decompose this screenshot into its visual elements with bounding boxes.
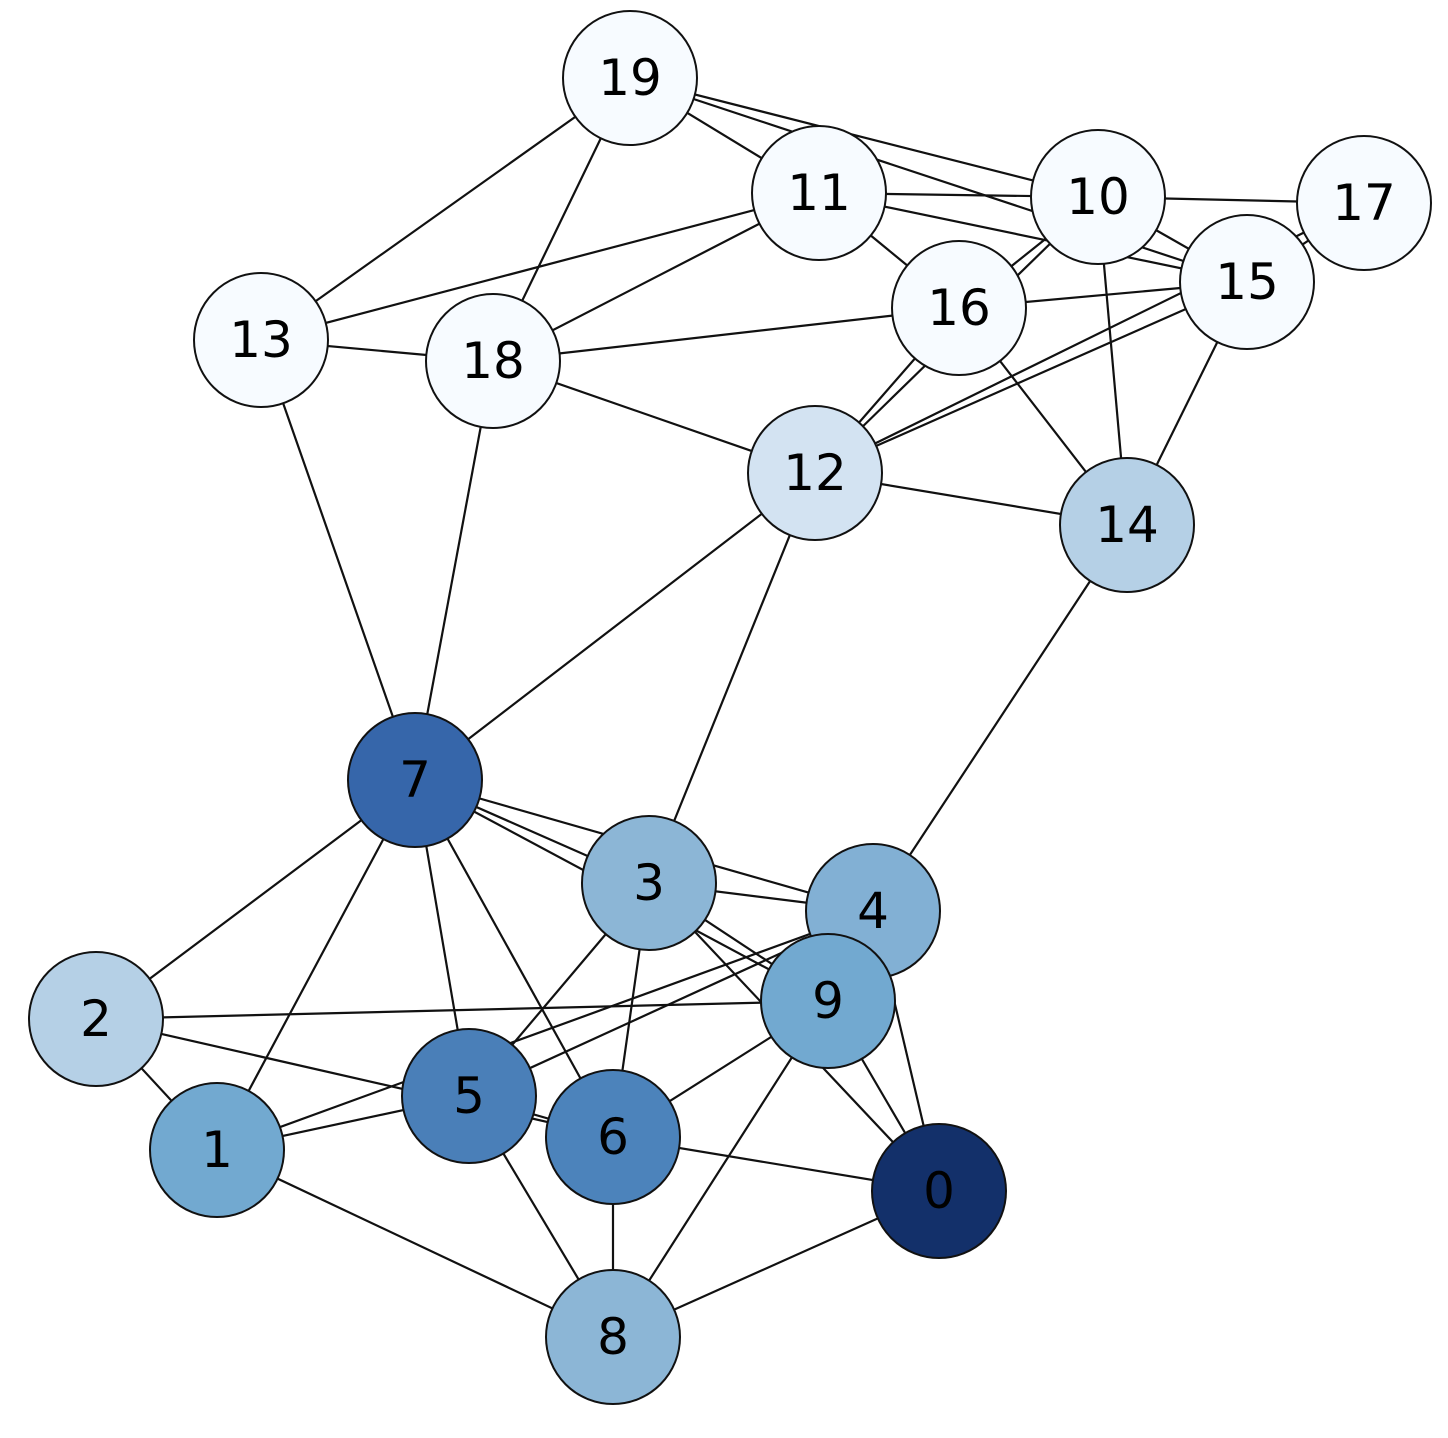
edge-13-7 bbox=[259, 339, 417, 781]
edge-7-6 bbox=[414, 779, 614, 1138]
node-circle-10 bbox=[1030, 129, 1166, 265]
node-label-1: 1 bbox=[201, 1121, 233, 1179]
node-circle-19 bbox=[562, 10, 698, 146]
node-label-12: 12 bbox=[783, 444, 847, 502]
edge-9-2 bbox=[95, 999, 829, 1021]
node-circle-3 bbox=[581, 815, 717, 951]
edge-4-1 bbox=[216, 909, 874, 1152]
node-label-18: 18 bbox=[461, 332, 525, 390]
edge-19-13 bbox=[260, 77, 631, 341]
node-8: 8 bbox=[545, 1269, 681, 1405]
node-circle-14 bbox=[1059, 457, 1195, 593]
node-13: 13 bbox=[193, 272, 329, 408]
edge-19-15 bbox=[629, 76, 1248, 284]
node-circle-1 bbox=[149, 1082, 285, 1218]
node-5: 5 bbox=[401, 1028, 537, 1164]
node-18: 18 bbox=[425, 293, 561, 429]
node-label-4: 4 bbox=[857, 882, 889, 940]
edge-11-15 bbox=[818, 191, 1248, 284]
edge-15-12 bbox=[814, 280, 1248, 475]
node-label-14: 14 bbox=[1095, 496, 1159, 554]
node-0: 0 bbox=[871, 1123, 1007, 1259]
edge-11-13 bbox=[260, 191, 820, 342]
node-2: 2 bbox=[28, 951, 164, 1087]
edge-18-7 bbox=[413, 360, 495, 781]
node-circle-6 bbox=[545, 1069, 681, 1205]
node-label-2: 2 bbox=[80, 990, 112, 1048]
edge-7-1 bbox=[216, 779, 416, 1151]
node-label-3: 3 bbox=[633, 854, 665, 912]
node-circle-8 bbox=[545, 1269, 681, 1405]
node-12: 12 bbox=[747, 405, 883, 541]
node-circle-17 bbox=[1296, 135, 1432, 271]
node-circle-15 bbox=[1179, 214, 1315, 350]
node-circle-2 bbox=[28, 951, 164, 1087]
node-circle-18 bbox=[425, 293, 561, 429]
node-label-9: 9 bbox=[812, 972, 844, 1030]
node-circle-12 bbox=[747, 405, 883, 541]
node-1: 1 bbox=[149, 1082, 285, 1218]
node-19: 19 bbox=[562, 10, 698, 146]
edge-14-4 bbox=[872, 524, 1128, 912]
edge-19-10 bbox=[629, 76, 1099, 199]
node-6: 6 bbox=[545, 1069, 681, 1205]
node-circle-7 bbox=[347, 712, 483, 848]
node-circle-0 bbox=[871, 1123, 1007, 1259]
node-3: 3 bbox=[581, 815, 717, 951]
node-circle-13 bbox=[193, 272, 329, 408]
node-circle-16 bbox=[891, 240, 1027, 376]
node-10: 10 bbox=[1030, 129, 1166, 265]
node-15: 15 bbox=[1179, 214, 1315, 350]
node-label-15: 15 bbox=[1215, 253, 1279, 311]
node-label-8: 8 bbox=[597, 1308, 629, 1366]
node-circle-5 bbox=[401, 1028, 537, 1164]
node-label-16: 16 bbox=[927, 279, 991, 337]
node-label-13: 13 bbox=[229, 311, 293, 369]
node-circle-11 bbox=[751, 125, 887, 261]
node-label-19: 19 bbox=[598, 49, 662, 107]
edge-1-8 bbox=[216, 1149, 614, 1338]
edge-16-18 bbox=[492, 306, 960, 363]
node-14: 14 bbox=[1059, 457, 1195, 593]
node-label-11: 11 bbox=[787, 164, 851, 222]
edge-12-7 bbox=[414, 472, 816, 781]
node-16: 16 bbox=[891, 240, 1027, 376]
node-label-10: 10 bbox=[1066, 168, 1130, 226]
node-label-0: 0 bbox=[923, 1162, 955, 1220]
node-label-5: 5 bbox=[453, 1067, 485, 1125]
node-circle-9 bbox=[760, 933, 896, 1069]
node-label-17: 17 bbox=[1332, 174, 1396, 232]
node-7: 7 bbox=[347, 712, 483, 848]
node-11: 11 bbox=[751, 125, 887, 261]
edge-12-3 bbox=[647, 472, 817, 884]
edge-layer bbox=[95, 76, 1365, 1339]
node-label-7: 7 bbox=[399, 751, 431, 809]
node-label-6: 6 bbox=[597, 1108, 629, 1166]
node-9: 9 bbox=[760, 933, 896, 1069]
node-17: 17 bbox=[1296, 135, 1432, 271]
